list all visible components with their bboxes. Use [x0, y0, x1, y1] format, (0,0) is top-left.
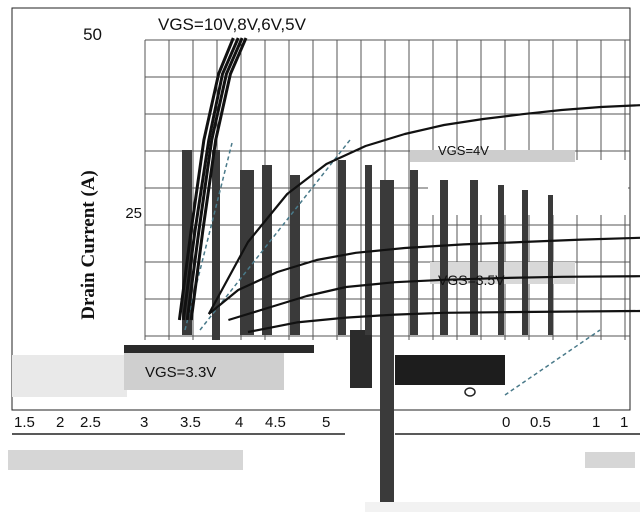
- series-line: [185, 37, 244, 321]
- dashed-line-3: [504, 329, 601, 396]
- plot-border: [11, 7, 631, 411]
- x-tick-label: 4: [235, 414, 243, 431]
- artifact-vertical-bar: [410, 170, 418, 335]
- artifact-band-vgs4: [410, 150, 575, 162]
- artifact-bar-mid: [350, 330, 372, 388]
- x-tick-label: 2.5: [80, 414, 101, 431]
- artifact-vertical-bar: [182, 150, 192, 335]
- artifact-vertical-bar: [365, 165, 372, 335]
- annotation-vgs-top: VGS=10V,8V,6V,5V: [158, 15, 307, 34]
- series-line: [247, 309, 640, 334]
- annotation-vgs-35: VGS=3.5V: [438, 272, 505, 288]
- y-tick-label-50: 50: [83, 25, 102, 44]
- x-tick-label: 1: [592, 414, 600, 431]
- series-line: [177, 37, 235, 321]
- x-tick-label: 0: [502, 414, 510, 431]
- artifact-block-right: [395, 355, 505, 385]
- annotation-vgs-33: VGS=3.3V: [145, 364, 216, 381]
- x-tick-label: 0.5: [530, 414, 551, 431]
- artifact-vertical-bar: [548, 195, 553, 335]
- artifact-vertical-bar: [338, 160, 346, 335]
- artifact-vertical-bar: [290, 175, 300, 335]
- annotation-vgs-4: VGS=4V: [438, 143, 489, 158]
- x-tick-label: 4.5: [265, 414, 286, 431]
- artifact-band-left: [12, 355, 127, 397]
- x-tick-label: 2: [56, 414, 64, 431]
- dashed-tangents: [184, 139, 601, 396]
- x-tick-label: 5: [322, 414, 330, 431]
- series-lines: [177, 37, 640, 334]
- artifact-vertical-bar: [240, 170, 254, 335]
- x-tick-label: 3: [140, 414, 148, 431]
- artifact-vertical-bar: [212, 150, 220, 340]
- x-tick-label: 1.5: [14, 414, 35, 431]
- artifact-bar-top: [124, 345, 314, 353]
- x-tick-label: 1: [620, 414, 628, 431]
- dashed-line-2: [199, 139, 351, 331]
- render-artifacts: [8, 150, 640, 512]
- artifact-caption-left: [8, 450, 243, 470]
- artifact-vertical-bar: [440, 180, 448, 335]
- series-line: [181, 37, 240, 321]
- artifact-vertical-bars: [182, 150, 553, 340]
- marker-ellipse: [464, 387, 476, 397]
- artifact-bottom-strip: [365, 502, 640, 512]
- x-tick-label: 3.5: [180, 414, 201, 431]
- artifact-vertical-bar: [262, 165, 272, 335]
- artifact-vertical-bar: [470, 180, 478, 335]
- artifact-vertical-bar: [498, 185, 504, 335]
- artifact-vertical-bar: [522, 190, 528, 335]
- series-line: [228, 275, 640, 322]
- artifact-band-vgs33: [124, 352, 284, 390]
- artifact-bar-long: [380, 180, 394, 510]
- x-tick-labels: 1.5 2 2.5 3 3.5 4 4.5 5 0 0.5 1 1: [14, 414, 628, 431]
- y-axis-label: Drain Current (A): [78, 170, 99, 320]
- series-line: [189, 37, 248, 321]
- y-tick-label-25: 25: [125, 205, 142, 222]
- series-line: [208, 236, 640, 315]
- artifact-caption-right: [585, 452, 635, 468]
- series-line: [207, 104, 640, 315]
